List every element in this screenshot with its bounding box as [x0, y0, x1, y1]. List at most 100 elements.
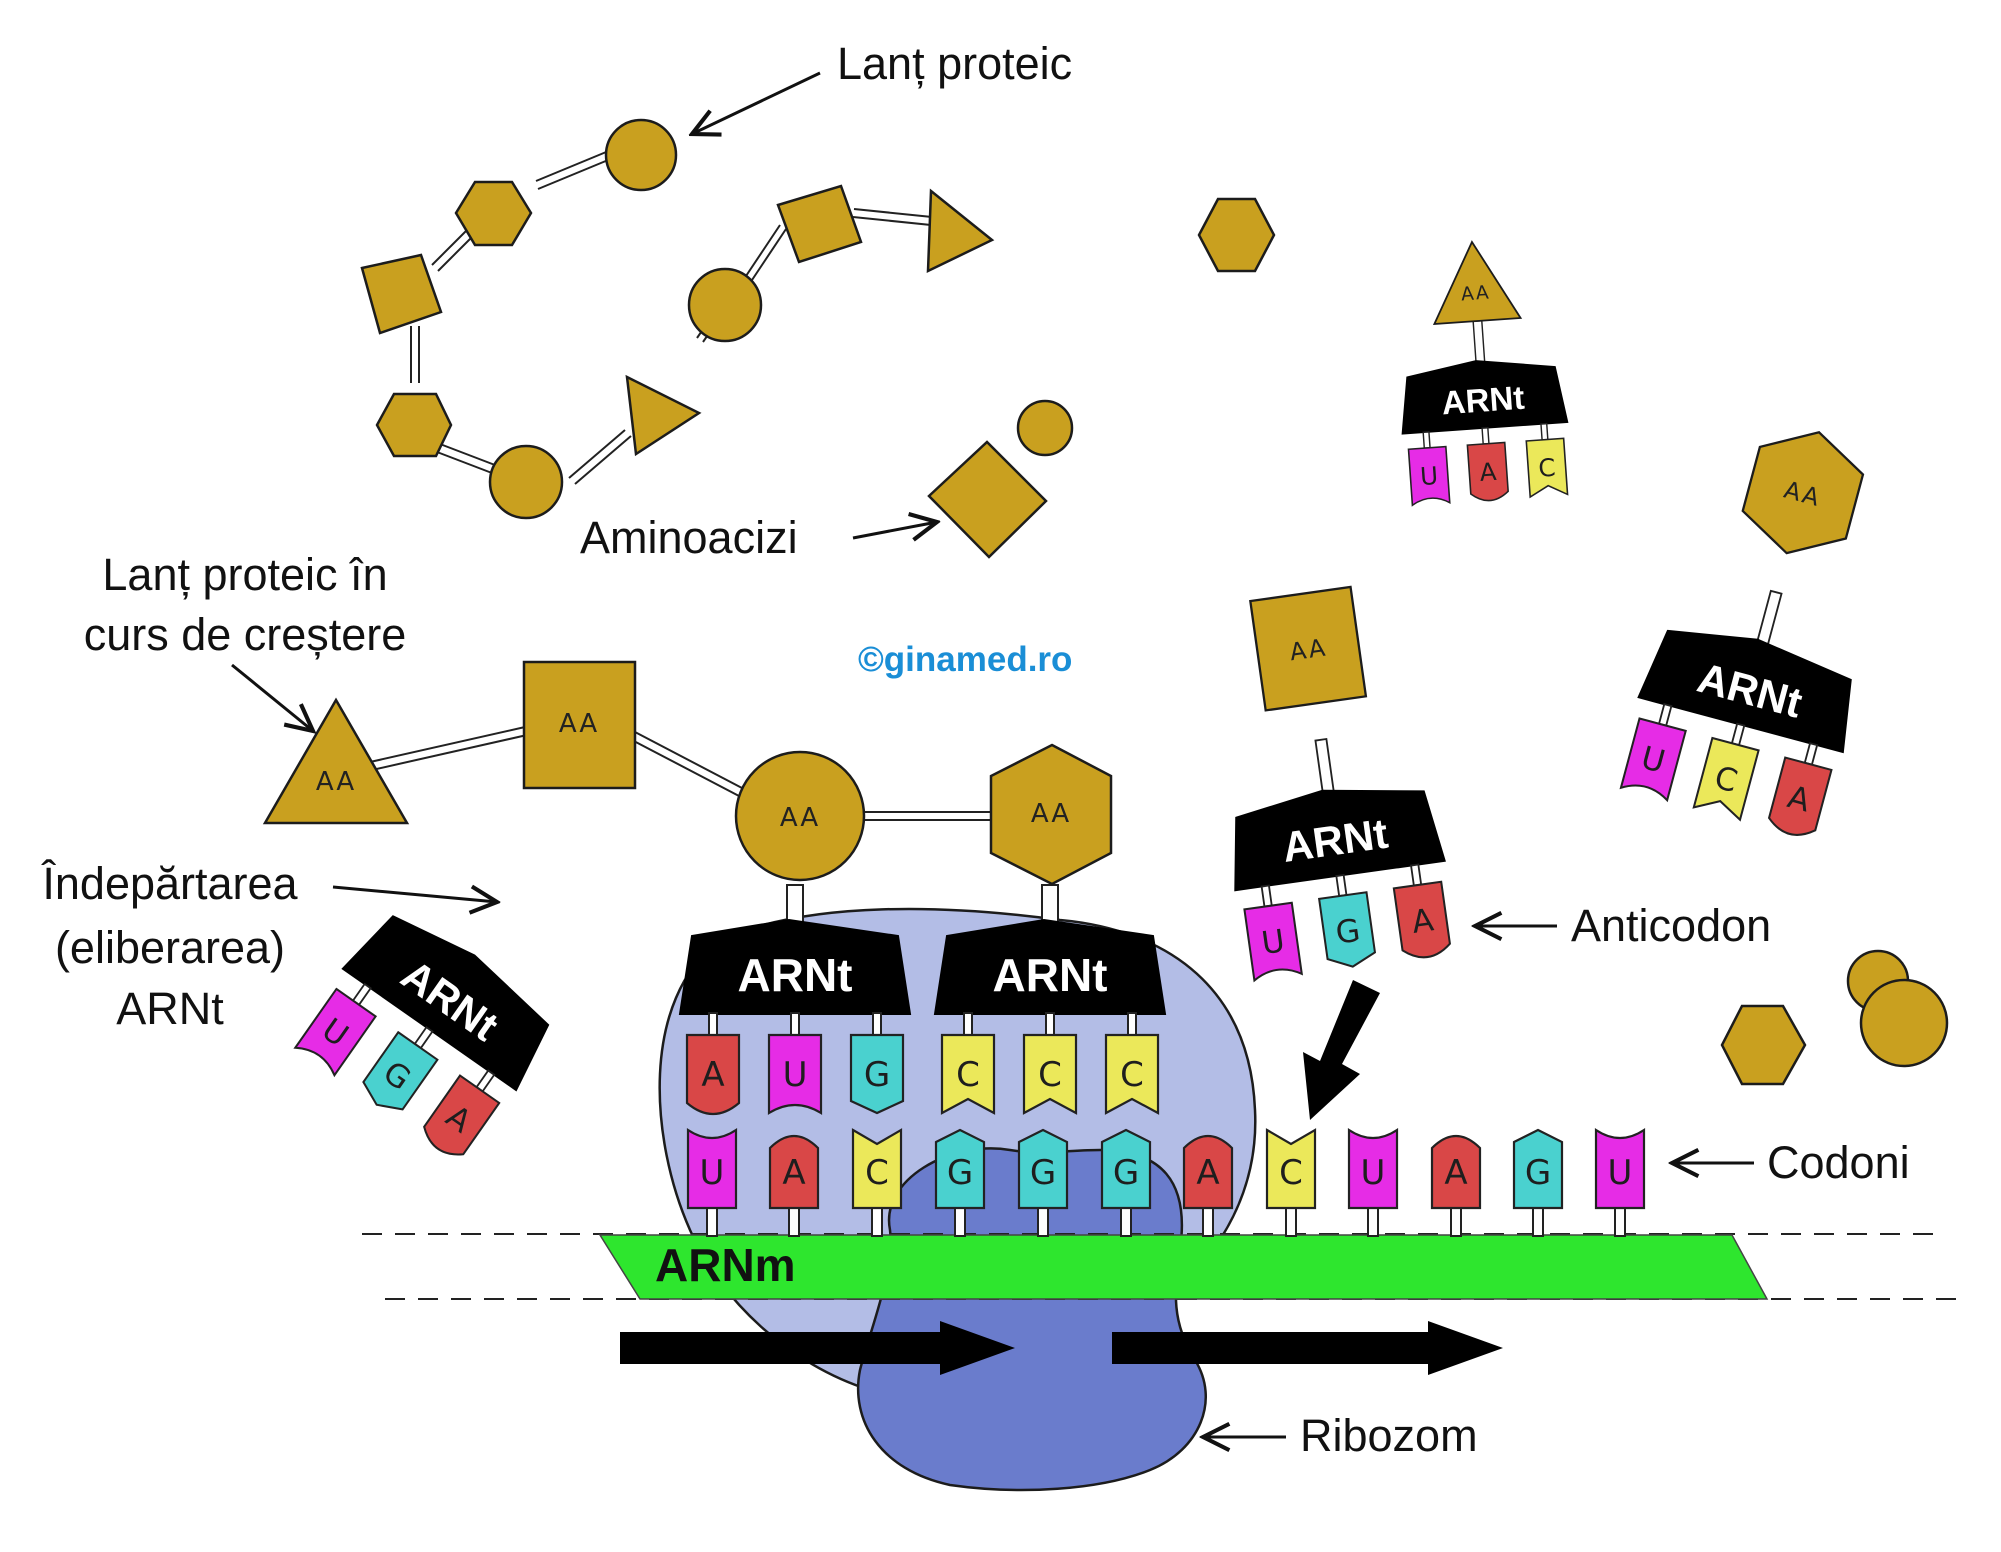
codon-stem: [1202, 1205, 1214, 1237]
nucleotide-body: [1407, 445, 1451, 507]
codon-stem: [954, 1205, 966, 1237]
amino-acids-arrow: [852, 522, 937, 538]
codon-letter: A: [1444, 1153, 1467, 1193]
nucleotide-stem: [1410, 863, 1423, 887]
nucleotide-body: [1466, 441, 1509, 502]
nucleotide-body: [1243, 901, 1304, 983]
nucleotide-stem: [1335, 873, 1348, 898]
nucleotide-G: G: [849, 1012, 905, 1115]
trna-body: ARNt: [678, 918, 912, 1015]
amino-acid-hexagon: [1720, 1004, 1807, 1086]
codon-G: G: [1512, 1128, 1564, 1237]
nucleotide-body: [1767, 756, 1833, 836]
release-label-line3: ARNt: [116, 983, 224, 1034]
trna-body: ARNt: [1401, 360, 1569, 435]
nucleotide-U: U: [767, 1012, 823, 1115]
nucleotide-A: A: [423, 1069, 501, 1156]
trna-body: ARNt: [933, 918, 1167, 1015]
nucleotide-C: C: [1104, 1012, 1160, 1115]
codon-body: [851, 1128, 903, 1210]
codon-stem: [1450, 1205, 1462, 1237]
growing-chain-bonds: [369, 726, 990, 821]
nucleotide-stem: [1260, 884, 1273, 908]
growing-chain-label-line1: Lanț proteic în: [102, 549, 387, 600]
nucleotide-letter: C: [956, 1055, 980, 1095]
amino-acid-square: [360, 253, 443, 335]
nucleotide-body: [940, 1033, 996, 1115]
nucleotide-stem: [1045, 1012, 1055, 1036]
codon-body: [768, 1134, 820, 1210]
nucleotide-letter: U: [1419, 461, 1439, 491]
codons-label: Codoni: [1767, 1137, 1910, 1188]
nucleotide-A: A: [1466, 427, 1509, 502]
codon-letter: C: [865, 1153, 889, 1193]
mrna-label: ARNm: [655, 1239, 796, 1291]
amino-acid-label: AA: [316, 767, 356, 797]
amino-acid-triangle: [926, 188, 995, 274]
amino-acid-label: AA: [1288, 633, 1329, 666]
codon-A: A: [768, 1134, 820, 1237]
nucleotide-letter: G: [864, 1055, 890, 1095]
nucleotide-letter: G: [1333, 913, 1362, 952]
trna-body: ARNt: [341, 915, 550, 1092]
nucleotide-letter: C: [1120, 1055, 1144, 1095]
nucleotide-stem: [1657, 703, 1673, 727]
trna-label: ARNt: [993, 949, 1108, 1001]
trna-label: ARNt: [1440, 380, 1525, 423]
codon-stem: [1285, 1205, 1297, 1237]
free-amino-acids: [927, 197, 1949, 1086]
nucleotide-G: G: [362, 1025, 439, 1111]
nucleotide-body: [1619, 717, 1687, 803]
codon-stem: [788, 1205, 800, 1237]
codon-body: [1512, 1128, 1564, 1210]
amino-acid-triangle: [625, 374, 702, 457]
amino-acid-circle: [1016, 399, 1074, 457]
codon-G: G: [1017, 1128, 1069, 1237]
codon-letter: G: [1030, 1153, 1056, 1193]
release-arrow: [332, 887, 497, 902]
nucleotide-body: [293, 987, 378, 1078]
codon-letter: C: [1279, 1153, 1303, 1193]
nucleotide-stem: [1730, 722, 1746, 747]
codon-body: [1594, 1127, 1646, 1210]
incoming-trna-arrow: [1303, 980, 1380, 1120]
codon-letter: U: [1361, 1153, 1386, 1193]
amino-acid-hexagon: [375, 392, 453, 458]
codon-body: [934, 1128, 986, 1210]
nucleotide-U: U: [1407, 431, 1451, 507]
nucleotide-body: [1317, 891, 1377, 968]
codon-stem: [1367, 1205, 1379, 1237]
nucleotide-U: U: [1243, 884, 1304, 983]
nucleotide-A: A: [685, 1012, 741, 1116]
nucleotide-body: [685, 1033, 741, 1116]
nucleotide-C: C: [1692, 722, 1760, 822]
nucleotide-stem: [1127, 1012, 1137, 1036]
codon-G: G: [1100, 1128, 1152, 1237]
codon-A: A: [1182, 1134, 1234, 1237]
nucleotide-body: [423, 1074, 501, 1156]
codon-body: [1430, 1134, 1482, 1210]
codon-body: [1182, 1134, 1234, 1210]
codon-letter: G: [1113, 1153, 1139, 1193]
nucleotide-letter: A: [1479, 457, 1498, 487]
amino-acid-label: AA: [559, 709, 599, 739]
nucleotide-body: [1692, 736, 1760, 822]
protein-chain-arrow: [692, 71, 821, 134]
amino-acid-circle: [734, 750, 866, 882]
nucleotide-U: U: [293, 982, 378, 1078]
amino-acid-label: AA: [1460, 282, 1490, 305]
amino-acid-label: AA: [1031, 799, 1071, 829]
codon-letter: U: [1608, 1153, 1633, 1193]
amino-acid-square: [776, 184, 863, 264]
nucleotide-stem: [1540, 422, 1549, 441]
codon-body: [1100, 1128, 1152, 1210]
amino-acid-hexagon: [454, 180, 533, 247]
amino-acid-triangle: [262, 697, 410, 825]
growing-chain-arrow: [231, 663, 313, 731]
nucleotide-letter: C: [1038, 1055, 1062, 1095]
nucleotide-stem: [708, 1012, 718, 1036]
